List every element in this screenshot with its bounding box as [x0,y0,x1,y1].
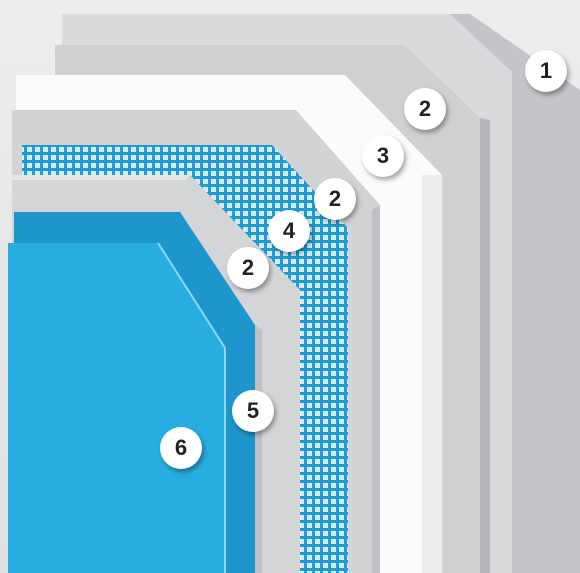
layer-marker-6: 6 [160,427,202,469]
layer-marker-5: 5 [232,390,274,432]
layer-marker-2-outer: 2 [404,88,446,130]
layer-marker-3: 3 [362,135,404,177]
layer-marker-2-inner: 2 [227,247,269,289]
layer-marker-2-mid: 2 [314,178,356,220]
layer-6-board [8,242,226,573]
layer-marker-4: 4 [268,210,310,252]
layer-marker-1: 1 [525,50,567,92]
